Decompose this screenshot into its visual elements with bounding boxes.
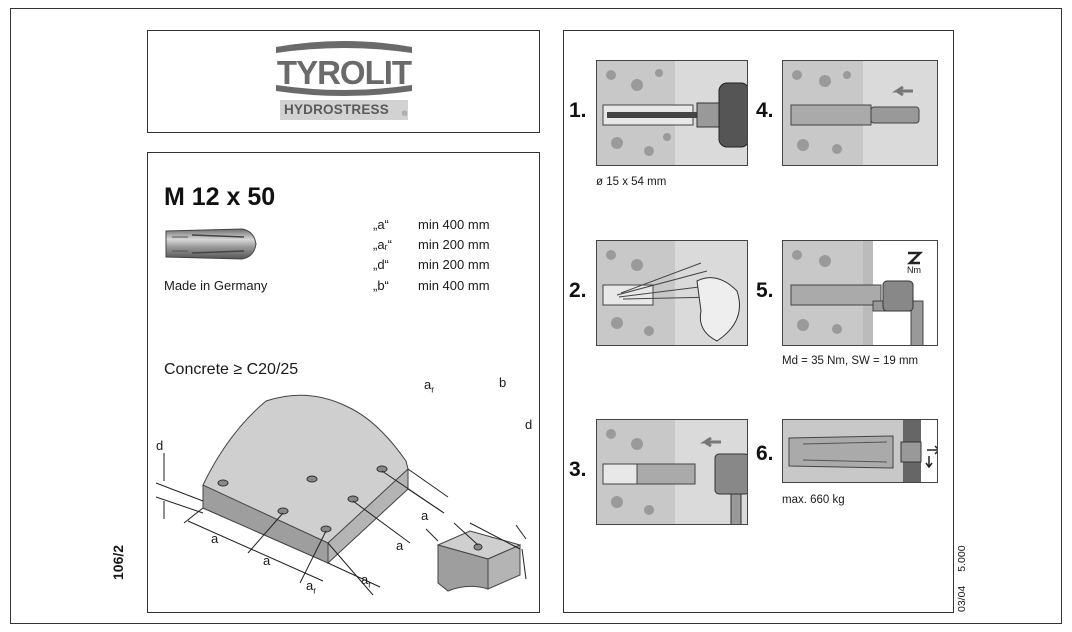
step-3-hammer-image [596, 419, 748, 525]
installation-steps-panel: 1. ø 15 x 54 mm 4. 2. [563, 30, 954, 613]
product-panel: M 12 x 50 Made in Germany „a“ min 400 mm… [147, 152, 540, 613]
step-2-cleaning-image [596, 240, 748, 346]
dim-label-ar-sub: r [431, 384, 435, 395]
dim-label-b: b [499, 375, 507, 390]
spec-value: min 200 mm [418, 257, 490, 272]
dim-label-a: a [263, 553, 271, 568]
dim-label-ar-main: a [361, 572, 369, 587]
dim-label-ar-main: a [424, 377, 432, 392]
tyrolit-logo-graphic: TYROLIT [276, 41, 413, 96]
dim-label-ar-sub: r [368, 579, 372, 590]
step-number: 4. [756, 99, 774, 122]
dim-label-a: a [421, 508, 429, 523]
dim-label-d: d [525, 417, 533, 432]
registered-mark: ® [402, 111, 408, 118]
dim-label-a: a [211, 531, 219, 546]
spec-value: min 400 mm [418, 217, 490, 232]
spec-key: „b“ [373, 278, 389, 293]
product-title: M 12 x 50 [164, 183, 276, 211]
spec-key: „d“ [373, 257, 389, 272]
dim-label-ar: ar [306, 578, 316, 596]
dim-label-ar: ar [424, 377, 434, 395]
document-quantity: 5.000 [956, 545, 968, 572]
spec-value: min 400 mm [418, 278, 490, 293]
spec-key: „a“ [373, 217, 389, 232]
step-5-torque-image: Nm [782, 240, 938, 346]
spec-key: „aᵣ“ [373, 237, 393, 252]
concrete-grade-label: Concrete ≥ C20/25 [164, 361, 299, 378]
step-number: 1. [569, 99, 587, 122]
document-date: 03/04 5.000 [956, 545, 968, 612]
brand-wordmark: TYROLIT [277, 54, 412, 91]
logo-panel: TYROLIT HYDROSTRESS ® [147, 30, 540, 133]
page-frame [10, 8, 1062, 624]
step-4-setting-tool-image [782, 60, 938, 166]
sub-brand-text: HYDROSTRESS [284, 102, 389, 117]
step-number: 2. [569, 279, 587, 302]
dim-label-ar-sub: r [313, 585, 317, 596]
torque-unit-label: Nm [907, 265, 921, 275]
dim-label-ar-main: a [306, 578, 314, 593]
step-number: 3. [569, 458, 587, 481]
dim-label-a: a [396, 538, 404, 553]
step-number: 5. [756, 279, 774, 302]
sub-brand-bar [280, 100, 408, 120]
step-caption: ø 15 x 54 mm [596, 176, 667, 188]
step-6-load-image [782, 419, 938, 483]
dim-label-ar: ar [361, 572, 371, 590]
slab-spacing-diagram [155, 394, 527, 596]
step-number: 6. [756, 442, 774, 465]
step-caption: Md = 35 Nm, SW = 19 mm [782, 355, 919, 367]
anchor-image [165, 228, 257, 260]
origin-label: Made in Germany [164, 278, 268, 293]
spec-value: min 200 mm [418, 237, 490, 252]
step-1-drilling-image [596, 60, 748, 166]
dim-label-d: d [156, 438, 164, 453]
step-caption: max. 660 kg [782, 494, 845, 506]
document-date-value: 03/04 [956, 585, 968, 612]
document-code: 106/2 [110, 544, 126, 580]
